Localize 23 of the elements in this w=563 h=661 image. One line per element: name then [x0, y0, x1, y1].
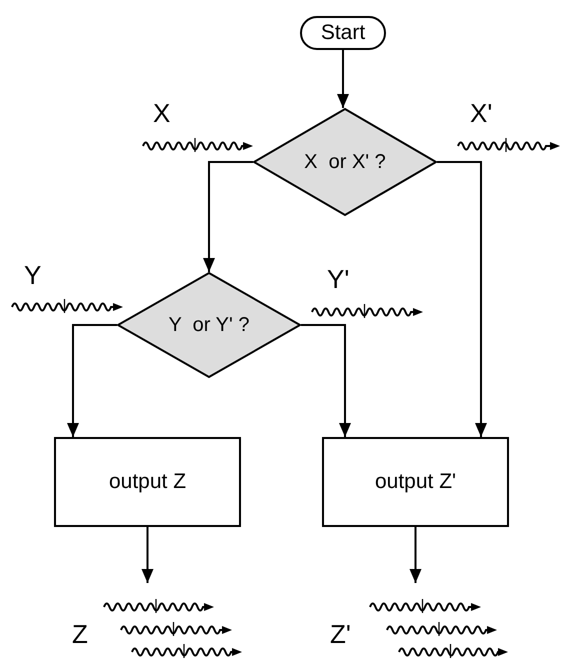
- signal-label: Z': [330, 621, 351, 647]
- process-box: [54, 437, 241, 527]
- arrow: [67, 324, 117, 437]
- signal-label: Z: [72, 621, 88, 647]
- node-text: X or X' ?: [304, 150, 386, 174]
- arrow: [337, 50, 349, 108]
- signal-label: Y': [327, 266, 350, 292]
- arrow: [410, 527, 422, 583]
- arrow: [142, 527, 154, 583]
- decision-diamond: [117, 272, 301, 378]
- arrow: [301, 324, 351, 437]
- node-text: output Z': [374, 470, 456, 494]
- node-text: Start: [320, 21, 366, 45]
- arrow: [437, 161, 487, 437]
- process-box: [322, 437, 509, 527]
- terminal-box: [300, 16, 386, 50]
- signal-label: X: [153, 100, 170, 126]
- decision-diamond: [253, 108, 437, 216]
- node-text: output Z: [108, 470, 186, 494]
- arrow: [203, 161, 253, 272]
- signal-label: Y: [24, 262, 42, 288]
- signal-label: X': [470, 100, 492, 126]
- node-text: Y or Y' ?: [168, 314, 250, 336]
